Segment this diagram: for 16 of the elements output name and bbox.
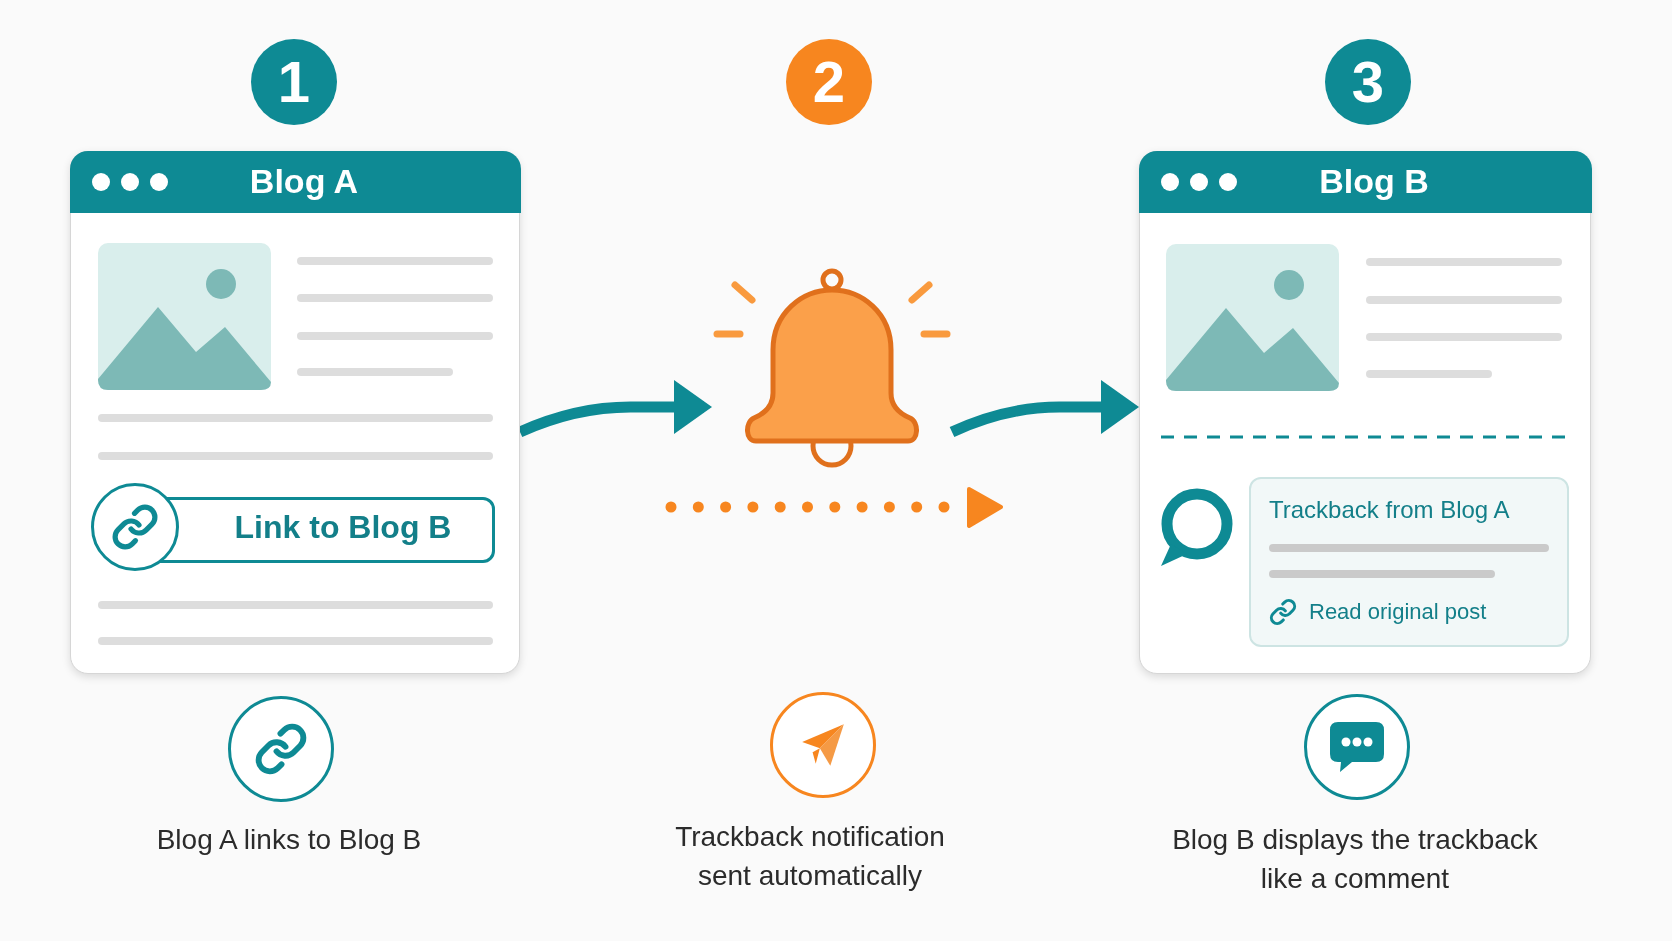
step-caption: Blog A links to Blog B: [155, 823, 423, 857]
step-number-circle: 1: [251, 39, 337, 125]
link-pill: [91, 483, 495, 571]
step-caption: Blog B displays the trackback like a comment: [1171, 823, 1539, 896]
window-title: Blog A: [249, 162, 359, 201]
step-caption: Trackback notification sent automatically: [674, 820, 946, 893]
curved-arrow: [949, 380, 1139, 438]
step-number-circle: 2: [786, 39, 872, 125]
browser-window: [70, 151, 520, 674]
trackback-card: [1249, 477, 1569, 647]
step-number-circle: 3: [1325, 39, 1411, 125]
window-title: Blog B: [1319, 162, 1429, 201]
browser-window: [1139, 151, 1591, 674]
link-text: Link to Blog B: [234, 508, 452, 546]
read-original-link: Read original post: [1269, 598, 1487, 626]
trackback-title: Trackback from Blog A: [1269, 495, 1510, 525]
